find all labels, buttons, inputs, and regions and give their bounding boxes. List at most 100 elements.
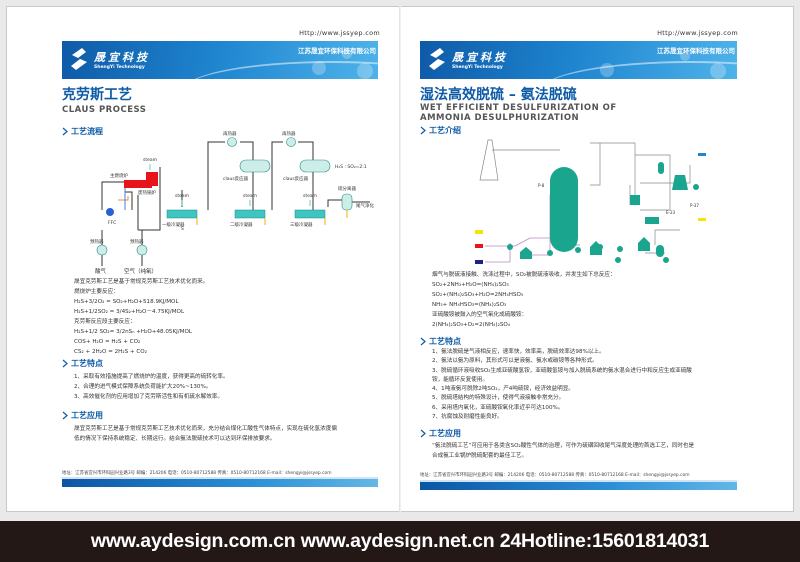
main-burner: [124, 180, 152, 188]
label-ratio: H₂S : SO₂=2:1: [335, 164, 367, 170]
reheater-2-icon: [286, 137, 296, 147]
claus-reactor-2: [299, 159, 331, 173]
feature-item: 3、高效催化剂的应用增加了克劳斯活性和有机硫水解效率。: [74, 394, 223, 400]
text-line: 2(NH₄)₂SO₃+O₂=2(NH₄)₂SO₄: [432, 322, 511, 328]
label-condenser-3: 三级冷凝器: [290, 221, 313, 228]
feature-item: 5、脱硫塔结构的特殊设计，使得气液接触非常充分。: [432, 395, 565, 402]
text-line: H₂S+3/2O₂ = SO₂+H₂O+518.9KJ/MOL: [74, 299, 179, 305]
label-ffc: FFC: [108, 220, 116, 226]
text-line: “氨法脱硫工艺”可应用于各类含SO₂酸性气体的治理，可作为硫磺回收尾气深度处理的…: [432, 443, 695, 449]
page-title-en-2: AMMONIA DESULPHURIZATION: [420, 113, 580, 123]
website-url: Http://www.jssyep.com: [299, 29, 380, 37]
website-url: Http://www.jssyep.com: [657, 29, 738, 37]
text-line: 克劳斯反应段主要反应：: [74, 319, 136, 325]
section-title: 工艺介绍: [429, 126, 461, 135]
section-title: 工艺特点: [71, 359, 103, 368]
label-steam-2: steam: [243, 193, 257, 199]
text-line: 合成氨工业锅炉脱硫配套的最佳工艺。: [432, 453, 528, 459]
section-application: 工艺应用: [420, 428, 461, 439]
reheater-1-icon: [227, 137, 237, 147]
logo-cn: 晟宜科技: [452, 50, 508, 64]
section-title: 工艺应用: [429, 429, 461, 438]
label-main-burner: 主燃烧炉: [110, 172, 128, 179]
label-p8: P-8: [538, 183, 545, 188]
feature-item: 2、氨法以氨为原料，其形式可以是液氨、氨水或碳铵等各种形式。: [432, 358, 598, 365]
label-steam-1: steam: [175, 193, 189, 199]
label-e23: E-23: [666, 210, 676, 215]
footer-contact: 地址：江苏省宜兴市环科园兴业路3号 邮编：214206 电话：0510-8071…: [420, 473, 690, 478]
label-acid-gas: 酸气: [95, 267, 107, 275]
feature-item: 6、采用塔内氧化，亚硫酸铵氧化率近乎可达100%。: [432, 404, 564, 411]
label-preheater-2: 预热器: [130, 238, 144, 245]
feature-item: 3、脱硫循环液吸收SO₂生成亚硫酸氢铵，亚硫酸氢铵与加入脱硫系统的氨水混合进行中…: [432, 367, 692, 374]
label-p37: P-37: [690, 203, 699, 208]
water-inlet: [475, 260, 483, 264]
feature-item: 1、采取有效措施提高了燃烧炉的温度，获得更高的硫转化率。: [74, 374, 229, 380]
feature-item: 1、氨法脱硫是气液相反应，速率快，效率高，脱硫效率达98%以上。: [432, 349, 605, 355]
reaction-text: 晟宜克劳斯工艺是基于常规克劳斯工艺技术优化而来。 燃烧炉主要反应：H₂S+3/2…: [74, 277, 208, 357]
air-inlet: [698, 153, 706, 156]
label-waste-boiler: 废热锅炉: [138, 189, 156, 196]
chevron-right-icon: [420, 337, 426, 346]
chevron-right-icon: [420, 429, 426, 438]
page-title-en-1: WET EFFICIENT DESULFURIZATION OF: [420, 103, 617, 113]
claus-reactor-1: [239, 159, 271, 173]
feature-list: 1、氨法脱硫是气液相反应，速率快，效率高，脱硫效率达98%以上。 2、氨法以氨为原…: [432, 348, 692, 422]
text-line: COS+ H₂O = H₂S + CO₂: [74, 339, 141, 345]
section-flow: 工艺流程: [62, 126, 103, 137]
text-line: SO₂+(NH₄)₂SO₃+H₂O=2NH₄HSO₃: [432, 292, 524, 298]
product-outlet: [698, 218, 706, 221]
section-intro: 工艺介绍: [420, 125, 461, 136]
designer-banner: www.aydesign.com.cn www.aydesign.net.cn …: [0, 521, 800, 562]
label-steam-3: steam: [303, 193, 317, 199]
label-air: 空气（纯氧）: [124, 267, 157, 275]
section-title: 工艺流程: [71, 127, 103, 136]
text-line: CS₂ + 2H₂O = 2H₂S + CO₂: [74, 349, 147, 355]
section-features: 工艺特点: [420, 336, 461, 347]
reaction-text: 烟气与脱硫液接触、洗涤过程中，SO₂被脱硫液吸收，并发生如下总反应：SO₂+2N…: [432, 270, 616, 330]
feature-item: 4、1吨液氨可脱除2吨SO₂，产4吨硫铵，经济效益明显。: [432, 386, 574, 393]
section-features: 工艺特点: [62, 358, 103, 369]
ammonia-inlet: [475, 230, 483, 234]
company-name: 江苏晟宜环保科技有限公司: [298, 47, 376, 55]
section-title: 工艺特点: [429, 337, 461, 346]
logo-cn: 晟宜科技: [94, 50, 150, 64]
label-preheater-1: 预热器: [90, 238, 104, 245]
condenser-1: [166, 209, 198, 219]
section-application: 工艺应用: [62, 410, 103, 421]
feature-item: 7、抗腐蚀及耐磨性能良好。: [432, 414, 503, 421]
text-line: H₂S+1/2SO₂ = 3/4S₂+H₂O－4.75KJ/MOL: [74, 309, 185, 315]
label-separator: 硫分离器: [338, 185, 356, 192]
footer-bar: [420, 480, 737, 490]
label-condenser-2: 二级冷凝器: [230, 221, 253, 228]
claus-process-diagram: 再热器 再热器 steam 主燃烧炉 废热锅炉 steam steam stea…: [90, 130, 374, 275]
text-line: 燃烧炉主要反应：: [74, 289, 119, 295]
text-line: 晟宜克劳斯工艺是基于常规克劳斯工艺技术优化而来，充分结合煤化工酸性气体特点，实现…: [74, 426, 337, 432]
ffc-valve: [106, 208, 114, 216]
chevron-right-icon: [62, 411, 68, 420]
page-title: 湿法高效脱硫 – 氨法脱硫: [420, 87, 577, 103]
label-steam-top: steam: [143, 157, 157, 163]
page-title-en: CLAUS PROCESS: [62, 105, 147, 115]
section-title: 工艺应用: [71, 411, 103, 420]
chevron-right-icon: [420, 126, 426, 135]
label-reheater-1: 再热器: [223, 130, 237, 137]
text-line: 烟气与脱硫液接触、洗涤过程中，SO₂被脱硫液吸收，并发生如下总反应：: [432, 272, 616, 278]
chimney: [479, 139, 499, 181]
label-tail-gas: 尾气净化: [356, 202, 374, 209]
preheater-1-icon: [96, 244, 108, 256]
label-sulfur: S: [181, 226, 184, 232]
text-line: H₂S+1/2 SO₂= 3/2nSₙ +H₂O+48.05KJ/MOL: [74, 329, 193, 335]
sulfur-separator: [341, 193, 353, 211]
label-condenser-1: 一级冷凝器: [162, 221, 185, 228]
ammonia-desulfurization-diagram: P-8 P-37 E-23: [475, 139, 706, 264]
condenser-2: [234, 209, 266, 219]
chevron-right-icon: [62, 127, 68, 136]
label-claus-2: claus反应器: [283, 175, 309, 182]
flue-gas-inlet: [475, 244, 483, 248]
